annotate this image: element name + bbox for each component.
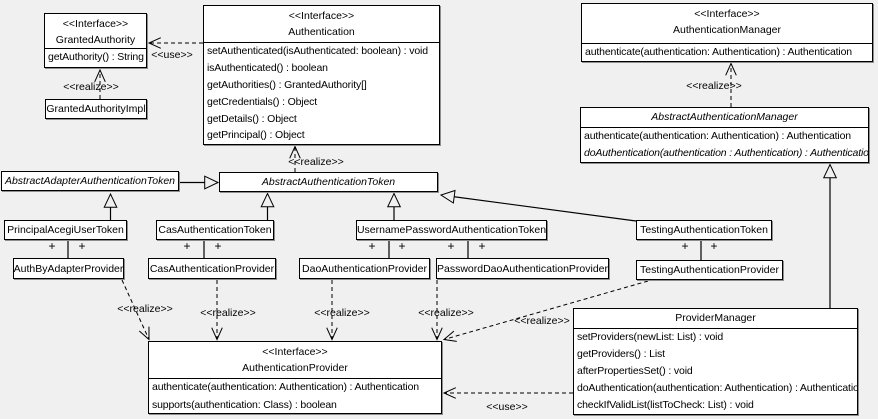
method: setAuthenticated(isAuthenticated: boolea… [207, 45, 428, 57]
association-plus: + [478, 239, 486, 253]
method: supports(authentication: Class) : boolea… [152, 398, 337, 411]
class-provider-manager[interactable]: ProviderManager setProviders(newList: Li… [573, 308, 858, 415]
association-plus: + [214, 239, 222, 253]
class-authentication-provider[interactable]: <<Interface>> AuthenticationProvider aut… [148, 341, 442, 414]
method: authenticate(authentication: Authenticat… [585, 46, 852, 58]
association-plus: + [710, 239, 718, 253]
class-cas-authentication-provider[interactable]: CasAuthenticationProvider [148, 258, 276, 279]
method: authenticate(authentication: Authenticat… [152, 381, 419, 393]
realize-authbyadapterprovider[interactable] [121, 279, 150, 341]
edge-label-realize: <<realize>> [514, 315, 570, 327]
class-name: TestingAuthenticationToken [640, 224, 768, 236]
method: getAuthorities() : GrantedAuthority[] [207, 78, 367, 91]
generalization-testingauthenticationtoken[interactable] [441, 195, 637, 222]
class-name: DaoAuthenticationProvider [302, 262, 427, 275]
class-password-dao-authentication-provider[interactable]: PasswordDaoAuthenticationProvider [436, 258, 609, 279]
class-auth-by-adapter-provider[interactable]: AuthByAdapterProvider [13, 258, 124, 279]
class-name: GrantedAuthority [55, 34, 136, 46]
method: doAuthentication(authentication: Authent… [577, 382, 857, 395]
association-plus: + [681, 239, 689, 253]
association-plus: + [183, 239, 191, 253]
association-plus: + [447, 239, 455, 253]
class-header: <<Interface>> Authentication [204, 6, 439, 43]
edge-label-use: <<use>> [151, 49, 193, 61]
class-name: CasAuthenticationProvider [149, 262, 275, 275]
class-granted-authority[interactable]: <<Interface>> GrantedAuthority getAuthor… [44, 13, 147, 68]
class-dao-authentication-provider[interactable]: DaoAuthenticationProvider [299, 258, 430, 279]
class-testing-authentication-provider[interactable]: TestingAuthenticationProvider [636, 260, 783, 280]
association-plus: + [398, 239, 406, 253]
method: getPrincipal() : Object [207, 129, 305, 142]
method: getAuthority() : String [48, 51, 144, 63]
stereotype-interface: <<Interface>> [262, 346, 328, 358]
method: isAuthenticated() : boolean [207, 61, 328, 74]
class-abstract-authentication-manager[interactable]: AbstractAuthenticationManager authentica… [580, 107, 869, 163]
stereotype-interface: <<Interface>> [694, 8, 760, 20]
class-name: UsernamePasswordAuthenticationToken [356, 224, 547, 236]
edge-label-use: <<use>> [486, 401, 528, 413]
edge-label-realize: <<realize>> [200, 307, 256, 319]
method: checkIfValidList(listToCheck: List) : vo… [577, 399, 754, 412]
edge-label-realize: <<realize>> [288, 156, 344, 168]
class-name: AbstractAuthenticationToken [261, 176, 396, 188]
class-name: GrantedAuthorityImpl [46, 103, 146, 115]
class-authentication[interactable]: <<Interface>> Authentication setAuthenti… [203, 5, 440, 145]
class-authentication-manager[interactable]: <<Interface>> AuthenticationManager auth… [581, 3, 873, 62]
class-granted-authority-impl[interactable]: GrantedAuthorityImpl [45, 99, 147, 119]
edge-label-realize: <<realize>> [63, 81, 119, 93]
method: getDetails() : Object [207, 112, 297, 125]
class-testing-authentication-token[interactable]: TestingAuthenticationToken [636, 220, 772, 240]
class-principal-acegi-user-token[interactable]: PrincipalAcegiUserToken [4, 220, 127, 240]
class-name: AbstractAdapterAuthenticationToken [4, 175, 176, 187]
class-name: PasswordDaoAuthenticationProvider [437, 262, 609, 275]
class-name: ProviderManager [574, 309, 857, 329]
class-username-password-authentication-token[interactable]: UsernamePasswordAuthenticationToken [356, 220, 547, 240]
class-abstract-authentication-token[interactable]: AbstractAuthenticationToken [219, 172, 438, 192]
edge-label-realize: <<realize>> [686, 80, 742, 92]
class-name: PrincipalAcegiUserToken [7, 224, 124, 236]
realize-testingauthenticationprovider[interactable] [442, 280, 649, 342]
method: afterPropertiesSet() : void [577, 365, 693, 378]
association-plus: + [78, 239, 86, 253]
class-name: AuthenticationManager [673, 24, 781, 36]
association-plus: + [48, 239, 56, 253]
class-cas-authentication-token[interactable]: CasAuthenticationToken [156, 220, 274, 240]
stereotype-interface: <<Interface>> [62, 18, 129, 30]
class-name: AuthenticationProvider [242, 362, 348, 374]
class-header: <<Interface>> AuthenticationProvider [149, 342, 441, 379]
method: authenticate(authentication: Authenticat… [584, 130, 851, 142]
class-name: AbstractAuthenticationManager [581, 108, 868, 128]
class-name: Authentication [288, 26, 355, 38]
method: getProviders() : List [577, 348, 665, 361]
association-plus: + [368, 239, 376, 253]
class-abstract-adapter-authentication-token[interactable]: AbstractAdapterAuthenticationToken [1, 171, 179, 191]
edge-label-realize: <<realize>> [314, 307, 370, 319]
method: setProviders(newList: List) : void [577, 331, 724, 343]
class-name: CasAuthenticationToken [158, 224, 272, 236]
stereotype-interface: <<Interface>> [288, 10, 355, 22]
method: getCredentials() : Object [207, 95, 318, 108]
edge-label-realize: <<realize>> [117, 303, 173, 315]
class-name: AuthByAdapterProvider [13, 262, 124, 275]
class-header: <<Interface>> GrantedAuthority [45, 14, 146, 49]
method-abstract: doAuthentication(authentication : Authen… [584, 146, 868, 159]
class-name: TestingAuthenticationProvider [640, 264, 779, 276]
class-header: <<Interface>> AuthenticationManager [582, 4, 872, 44]
edge-label-realize: <<realize>> [418, 307, 474, 319]
